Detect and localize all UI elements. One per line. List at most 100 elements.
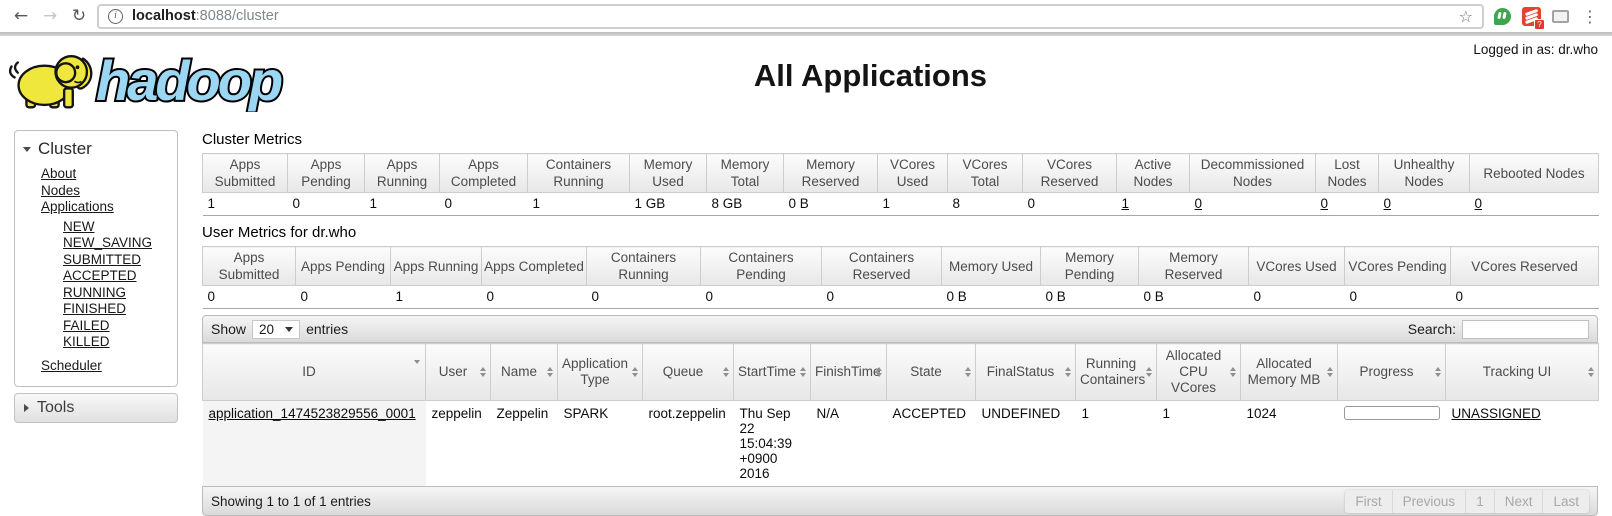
col-finishtime[interactable]: FinishTime <box>810 343 887 401</box>
search-label: Search: <box>1407 321 1456 337</box>
col-allocated-cpu-vcores[interactable]: Allocated CPU VCores <box>1156 343 1241 401</box>
sidebar-item-scheduler[interactable]: Scheduler <box>41 357 102 373</box>
um-containers-pending-value: 0 <box>700 285 822 309</box>
application-allocated-memory-mb: 1024 <box>1246 406 1277 421</box>
application-finishtime: N/A <box>816 406 840 421</box>
col-allocated-memory-mb[interactable]: Allocated Memory MB <box>1240 343 1338 401</box>
cm-vcores-used-value: 1 <box>877 192 948 216</box>
search-input[interactable] <box>1462 319 1589 339</box>
applications-header-row: ID User Name Application Type Queue Star… <box>202 343 1599 401</box>
sort-icon <box>1435 367 1441 377</box>
page-size-value: 20 <box>259 321 275 337</box>
col-starttime[interactable]: StartTime <box>733 343 811 401</box>
sidebar-item-killed[interactable]: KILLED <box>63 334 110 349</box>
cm-col-memory-used: Memory Used <box>629 153 707 193</box>
cluster-metrics-title: Cluster Metrics <box>202 131 303 148</box>
forward-button[interactable]: → <box>42 5 58 26</box>
cm-col-memory-total: Memory Total <box>706 153 784 193</box>
um-apps-running-value: 1 <box>390 285 482 309</box>
cm-apps-running-value: 1 <box>364 192 440 216</box>
sidebar-item-running[interactable]: RUNNING <box>63 284 126 300</box>
col-progress[interactable]: Progress <box>1337 343 1446 401</box>
tracking-ui-link[interactable]: UNASSIGNED <box>1451 406 1541 421</box>
col-name[interactable]: Name <box>490 343 558 401</box>
unhealthy-nodes-link[interactable]: 0 <box>1383 196 1392 211</box>
page-size-select[interactable]: 20 <box>252 319 301 339</box>
col-state[interactable]: State <box>886 343 976 401</box>
col-application-type[interactable]: Application Type <box>557 343 643 401</box>
um-vcores-used-value: 0 <box>1248 285 1345 309</box>
sidebar-item-applications[interactable]: Applications <box>41 199 114 214</box>
extension-green-icon[interactable] <box>1491 5 1513 27</box>
progress-bar <box>1343 406 1440 420</box>
cm-col-vcores-total: VCores Total <box>947 153 1023 193</box>
application-finalstatus: UNDEFINED <box>981 406 1061 421</box>
um-col-memory-used: Memory Used <box>941 246 1041 286</box>
um-apps-pending-value: 0 <box>295 285 391 309</box>
col-id[interactable]: ID <box>202 343 426 401</box>
cm-memory-total-value: 8 GB <box>706 192 784 216</box>
main-content: Cluster Metrics Apps Submitted Apps Pend… <box>202 130 1599 516</box>
application-user: zeppelin <box>431 406 482 421</box>
col-tracking-ui[interactable]: Tracking UI <box>1445 343 1599 401</box>
user-metrics-table: Apps Submitted Apps Pending Apps Running… <box>202 246 1599 309</box>
sidebar-item-new-saving[interactable]: NEW_SAVING <box>63 235 153 250</box>
cm-col-rebooted-nodes: Rebooted Nodes <box>1469 153 1599 193</box>
um-col-memory-reserved: Memory Reserved <box>1138 246 1249 286</box>
lost-nodes-link[interactable]: 0 <box>1320 196 1329 211</box>
extension-window-icon[interactable] <box>1549 5 1571 27</box>
sidebar-item-failed[interactable]: FAILED <box>63 317 110 333</box>
application-id-link[interactable]: application_1474523829556_0001 <box>208 406 416 421</box>
application-allocated-cpu-vcores: 1 <box>1162 406 1171 421</box>
sidebar-item-accepted[interactable]: ACCEPTED <box>63 268 137 283</box>
hadoop-logo[interactable]: hadoop <box>6 46 326 112</box>
page-next-button[interactable]: Next <box>1493 489 1543 513</box>
sort-icon <box>723 367 729 377</box>
page-number-button[interactable]: 1 <box>1465 489 1494 513</box>
apps-toolbar: Show 20 entries Search: <box>202 315 1598 343</box>
reload-button[interactable]: ↻ <box>71 5 87 26</box>
um-col-apps-completed: Apps Completed <box>481 246 587 286</box>
decommissioned-nodes-link[interactable]: 0 <box>1194 196 1203 211</box>
url-bar[interactable]: i localhost:8088/cluster ☆ <box>97 3 1484 29</box>
active-nodes-link[interactable]: 1 <box>1121 196 1130 211</box>
sort-icon <box>547 367 553 377</box>
info-icon[interactable]: i <box>108 8 123 24</box>
page-title: All Applications <box>753 58 988 94</box>
chrome-divider <box>0 32 1612 36</box>
um-containers-reserved-value: 0 <box>821 285 942 309</box>
tools-section-toggle[interactable]: Tools <box>14 393 178 423</box>
back-button[interactable]: ← <box>13 5 29 26</box>
um-col-containers-running: Containers Running <box>586 246 701 286</box>
col-user[interactable]: User <box>425 343 491 401</box>
page-first-button[interactable]: First <box>1355 493 1382 509</box>
sidebar-item-about[interactable]: About <box>41 166 77 181</box>
col-queue[interactable]: Queue <box>642 343 734 401</box>
cluster-metrics-table: Apps Submitted Apps Pending Apps Running… <box>202 153 1599 216</box>
sidebar-item-nodes[interactable]: Nodes <box>41 182 81 198</box>
caret-down-icon <box>23 146 31 152</box>
page-previous-button[interactable]: Previous <box>1391 489 1466 513</box>
hadoop-logo-text: hadoop <box>96 50 282 112</box>
col-finalstatus[interactable]: FinalStatus <box>975 343 1076 401</box>
caret-right-icon <box>24 404 29 412</box>
extension-red-icon[interactable]: ? <box>1520 5 1545 30</box>
cluster-section-toggle[interactable]: Cluster <box>15 136 177 166</box>
cm-col-apps-submitted: Apps Submitted <box>202 153 288 193</box>
um-col-apps-submitted: Apps Submitted <box>202 246 296 286</box>
sidebar-item-submitted[interactable]: SUBMITTED <box>63 251 142 267</box>
cm-col-decommissioned-nodes: Decommissioned Nodes <box>1189 153 1316 193</box>
hadoop-elephant-icon <box>8 55 93 109</box>
browser-menu-icon[interactable]: ⋮ <box>1582 6 1598 26</box>
um-col-memory-pending: Memory Pending <box>1040 246 1139 286</box>
um-apps-completed-value: 0 <box>481 285 587 309</box>
col-running-containers[interactable]: Running Containers <box>1075 343 1157 401</box>
page-last-button[interactable]: Last <box>1542 489 1589 513</box>
sidebar-item-new[interactable]: NEW <box>63 218 95 234</box>
rebooted-nodes-link[interactable]: 0 <box>1474 196 1483 211</box>
bookmark-star-icon[interactable]: ☆ <box>1458 6 1473 26</box>
cm-col-vcores-used: VCores Used <box>877 153 948 193</box>
cm-apps-completed-value: 0 <box>439 192 528 216</box>
sidebar-item-finished[interactable]: FINISHED <box>63 301 127 316</box>
entries-label: entries <box>306 321 349 337</box>
